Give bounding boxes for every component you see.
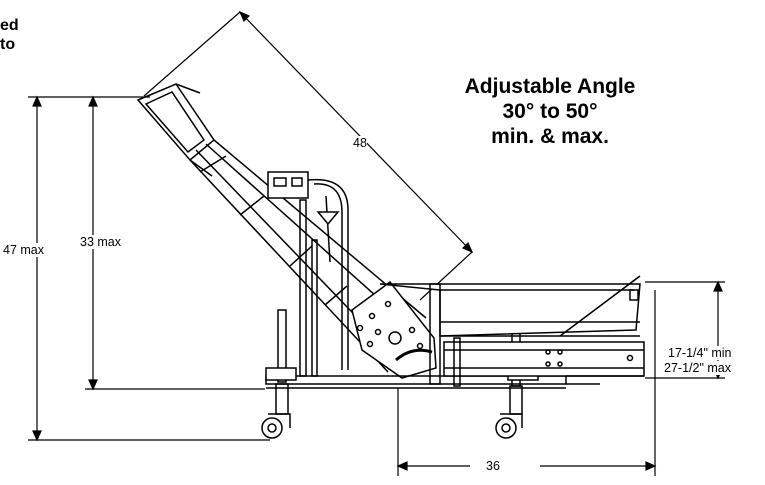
dim-height-max-label: 47 max xyxy=(3,243,44,257)
dim-horizontal-label: 36 xyxy=(486,459,500,473)
headline-line3: min. & max. xyxy=(491,125,609,148)
headline: Adjustable Angle 30° to 50° min. & max. xyxy=(430,74,670,149)
dim-length-label: 48 xyxy=(353,136,367,150)
dim-discharge-max-label: 33 max xyxy=(80,235,121,249)
inclined-conveyor xyxy=(136,83,437,379)
corner-note-line2: to xyxy=(0,36,16,53)
dim-infeed-min-label: 17-1/4" min xyxy=(668,346,732,360)
headline-line2: 30° to 50° xyxy=(502,100,598,123)
headline-line1: Adjustable Angle xyxy=(464,75,636,98)
corner-note: ed to xyxy=(0,16,19,54)
corner-note-line1: ed xyxy=(0,17,19,34)
infeed-hopper xyxy=(379,275,645,387)
dim-infeed-max-label: 27-1/2" max xyxy=(664,361,731,375)
